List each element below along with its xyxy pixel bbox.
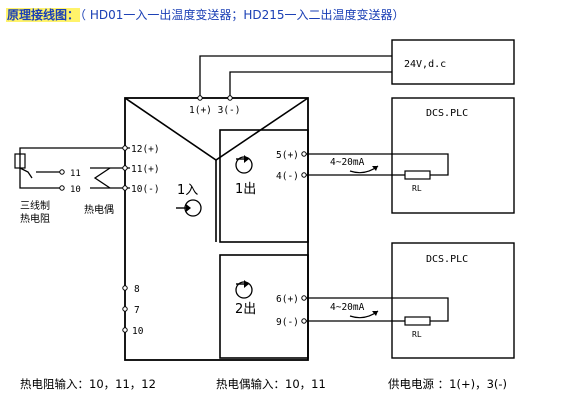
input-terminal-10-label: 10(-) — [131, 184, 160, 195]
thermocouple-label: 热电偶 — [84, 203, 114, 216]
diagram-title: 原理接线图：（ HD01一入一出温度变送器；HD215一入二出温度变送器） — [6, 6, 405, 24]
terminal-5 — [301, 151, 307, 157]
terminal-8 — [122, 285, 128, 291]
terminal-1 — [197, 95, 203, 101]
power-supply-box — [391, 39, 515, 85]
terminal-6 — [301, 295, 307, 301]
terminal-3 — [227, 95, 233, 101]
title-label: 原理接线图： — [6, 8, 81, 22]
output1-module — [219, 129, 309, 243]
unused-terminal-8-label: 8 — [134, 284, 140, 295]
footer: 热电阻输入：10，11，12 热电偶输入：10，11 供电电源 ：1(+)，3(… — [0, 374, 582, 398]
output1-terminal-4-label: 4(-) — [276, 171, 299, 182]
unused-terminal-7-label: 7 — [134, 305, 140, 316]
power-wire-minus — [229, 71, 392, 98]
plc2-resistor-label: RL — [412, 330, 422, 339]
terminal-7 — [122, 306, 128, 312]
terminal-9 — [301, 318, 307, 324]
unused-terminal-10-label: 10 — [132, 326, 144, 337]
terminal-4 — [301, 172, 307, 178]
plc2-label: DCS.PLC — [426, 254, 468, 265]
output2-signal-label: 4~20mA — [330, 302, 365, 313]
rtd-terminal-11 — [59, 169, 65, 175]
output1-terminal-5-label: 5(+) — [276, 150, 299, 161]
rtd-label-line2: 热电阻 — [20, 212, 50, 225]
input-terminal-11-label: 11(+) — [131, 164, 160, 175]
plc1-label: DCS.PLC — [426, 108, 468, 119]
output2-label: 2出 — [235, 302, 256, 317]
plc-box-2 — [391, 242, 515, 359]
terminal-10 — [122, 185, 128, 191]
output1-label: 1出 — [235, 182, 256, 197]
power-supply-label: 24V,d.c — [404, 59, 446, 70]
power-wire-plus — [199, 55, 392, 98]
output2-terminal-9-label: 9(-) — [276, 317, 299, 328]
plc1-loop — [392, 153, 449, 176]
plc2-loop — [392, 297, 449, 322]
rtd-terminal-10-label: 10 — [70, 185, 81, 195]
input-label: 1入 — [177, 183, 198, 198]
footer-power: 供电电源 ：1(+)，3(-) — [388, 377, 508, 391]
output1-signal-label: 4~20mA — [330, 157, 365, 168]
output2-terminal-6-label: 6(+) — [276, 294, 299, 305]
terminal-10b — [122, 327, 128, 333]
rtd-terminal-11-label: 11 — [70, 169, 81, 179]
title-text: （ HD01一入一出温度变送器；HD215一入二出温度变送器） — [80, 8, 405, 22]
plc1-resistor — [404, 170, 431, 180]
plc2-resistor — [404, 316, 431, 326]
rtd-top-wire — [19, 147, 90, 168]
rtd-label-line1: 三线制 — [20, 199, 50, 212]
footer-rtd-input: 热电阻输入：10，11，12 — [20, 377, 156, 391]
top-terminal-labels: 1(+) 3(-) — [189, 105, 240, 116]
plc1-resistor-label: RL — [412, 184, 422, 193]
thermocouple-symbol — [93, 167, 111, 189]
input-terminal-12-label: 12(+) — [131, 144, 160, 155]
rtd-terminal-10 — [59, 185, 65, 191]
terminal-12 — [122, 145, 128, 151]
plc-box-1 — [391, 97, 515, 214]
footer-tc-input: 热电偶输入：10，11 — [216, 377, 326, 391]
output2-module — [219, 254, 309, 359]
terminal-11 — [122, 165, 128, 171]
